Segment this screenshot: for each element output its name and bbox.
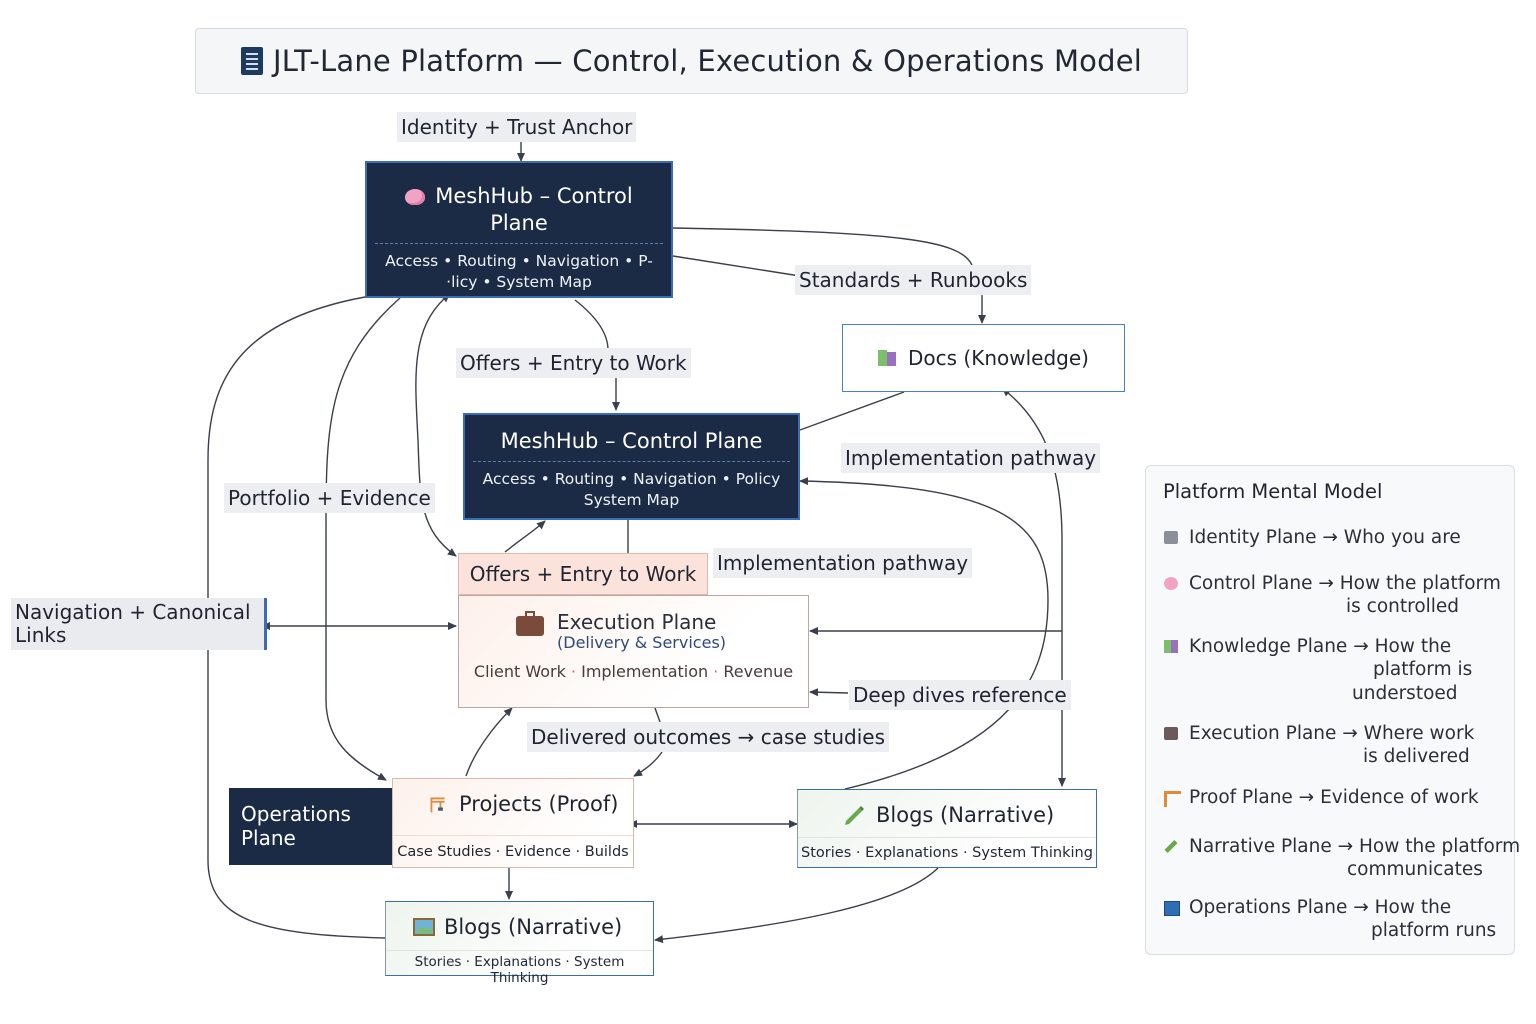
legend-text-cont: communicates	[1347, 859, 1483, 880]
node-blogs-narrative-bottom[interactable]: Blogs (Narrative) Stories · Explanations…	[385, 901, 654, 986]
edge-blogs-right-bottom	[654, 867, 939, 944]
legend-text: Proof Plane → Evidence of work	[1189, 787, 1479, 808]
node-control-plane-mid[interactable]: MeshHub – Control Plane Access • Routing…	[463, 413, 800, 520]
pencil-icon	[845, 806, 864, 825]
execution-item: Revenue	[723, 662, 794, 681]
blogs-bottom-title: Blogs (Narrative)	[444, 915, 623, 939]
control-top-sub-line2: ·licy • System Map	[446, 273, 592, 291]
legend-text: Identity Plane → Who you are	[1189, 527, 1461, 548]
edge-exec-delivered	[654, 707, 661, 723]
execution-items: Client Work · Implementation · Revenue	[459, 662, 808, 681]
legend-text: Operations Plane → How the	[1189, 897, 1452, 918]
control-top-title-line2: Plane	[490, 211, 548, 235]
label-implementation-top: Implementation pathway	[841, 443, 1101, 473]
node-operations-plane[interactable]: Operations Plane	[229, 788, 393, 865]
legend-text-cont: understoed	[1352, 683, 1458, 704]
divider	[473, 461, 790, 462]
projects-sub: Case Studies · Evidence · Builds	[393, 835, 633, 860]
edge-portfolio	[415, 293, 457, 557]
legend-text: Execution Plane → Where work	[1189, 723, 1475, 744]
crane-icon	[430, 797, 445, 813]
brain-icon	[1164, 577, 1178, 590]
edge-delivered-projects	[633, 751, 663, 777]
operations-line2: Plane	[241, 826, 296, 850]
separator-dot: ·	[570, 662, 582, 681]
books-icon	[1164, 640, 1178, 653]
edge-docs-control	[799, 391, 905, 431]
label-identity-trust: Identity + Trust Anchor	[397, 112, 637, 142]
execution-item: Implementation	[581, 662, 709, 681]
edge-offers-mid-up	[504, 520, 546, 553]
blogs-right-title: Blogs (Narrative)	[876, 803, 1055, 827]
picture-icon	[413, 918, 435, 936]
navigation-line2: Links	[15, 623, 67, 647]
label-deep-dives: Deep dives reference	[849, 680, 1071, 710]
label-offers-entry-top: Offers + Entry to Work	[456, 348, 691, 378]
legend-text: Knowledge Plane → How the	[1189, 636, 1452, 657]
brain-icon	[405, 189, 426, 205]
edge-projects-exec	[465, 707, 513, 777]
edge-standards	[672, 227, 973, 266]
legend-text-cont: platform is	[1373, 659, 1473, 680]
control-mid-sub-line2: System Map	[583, 491, 680, 509]
edge-standards-b	[672, 255, 801, 277]
legend-text: Narrative Plane → How the platform	[1189, 836, 1521, 857]
execution-subtitle: (Delivery & Services)	[557, 633, 727, 652]
square-icon	[1164, 901, 1180, 916]
legend-text: Control Plane → How the platform	[1189, 573, 1501, 594]
node-offers-entry[interactable]: Offers + Entry to Work	[458, 553, 708, 595]
label-delivered-outcomes: Delivered outcomes → case studies	[527, 722, 890, 752]
divider	[375, 243, 663, 244]
legend-text-cont: is delivered	[1363, 746, 1470, 767]
navigation-line1: Navigation + Canonical	[15, 600, 251, 624]
execution-title: Execution Plane	[557, 610, 717, 634]
briefcase-icon	[1164, 727, 1178, 740]
briefcase-icon	[516, 611, 544, 636]
blogs-bottom-sub: Stories · Explanations · System Thinking	[386, 950, 653, 986]
docs-label: Docs (Knowledge)	[908, 346, 1089, 370]
books-icon	[878, 350, 897, 366]
legend-text-cont: is controlled	[1346, 596, 1460, 617]
edge-left-projects	[325, 297, 401, 781]
document-icon	[240, 47, 263, 75]
control-top-sub-line1: Access • Routing • Navigation • P-	[385, 252, 653, 270]
crane-icon	[1164, 791, 1181, 807]
node-navigation-links[interactable]: Navigation + Canonical Links	[11, 598, 267, 650]
node-execution-plane[interactable]: Execution Plane (Delivery & Services) Cl…	[458, 595, 809, 708]
separator-dot: ·	[713, 662, 724, 681]
node-control-plane-top[interactable]: MeshHub – Control Plane Access • Routing…	[365, 161, 673, 298]
operations-line1: Operations	[241, 802, 351, 826]
node-blogs-narrative-right[interactable]: Blogs (Narrative) Stories · Explanations…	[797, 789, 1097, 868]
label-standards-runbooks: Standards + Runbooks	[795, 265, 1032, 295]
blogs-right-sub: Stories · Explanations · System Thinking	[798, 837, 1096, 861]
control-top-title: MeshHub – Control	[367, 183, 671, 210]
node-projects-proof[interactable]: Projects (Proof) Case Studies · Evidence…	[392, 778, 634, 868]
control-mid-title: MeshHub – Control Plane	[500, 429, 763, 453]
control-mid-sub-line1: Access • Routing • Navigation • Policy	[482, 470, 781, 488]
node-docs[interactable]: Docs (Knowledge)	[842, 324, 1125, 392]
legend-text-cont: platform runs	[1371, 920, 1497, 941]
label-implementation-mid: Implementation pathway	[713, 548, 973, 578]
legend-title: Platform Mental Model	[1163, 480, 1383, 503]
execution-item: Client Work	[473, 662, 566, 681]
edge-deep-dives	[809, 688, 849, 697]
edge-offers-top-a	[574, 299, 609, 351]
label-portfolio-evidence: Portfolio + Evidence	[224, 483, 435, 513]
title-banner: JLT-Lane Platform — Control, Execution &…	[195, 28, 1188, 94]
diagram-title: JLT-Lane Platform — Control, Execution &…	[272, 44, 1143, 78]
pencil-icon	[1164, 839, 1178, 854]
edge-outer-left	[207, 296, 386, 939]
legend-panel: Platform Mental Model Identity Plane → W…	[1145, 465, 1520, 955]
projects-title: Projects (Proof)	[459, 792, 619, 816]
identity-icon	[1164, 531, 1178, 544]
